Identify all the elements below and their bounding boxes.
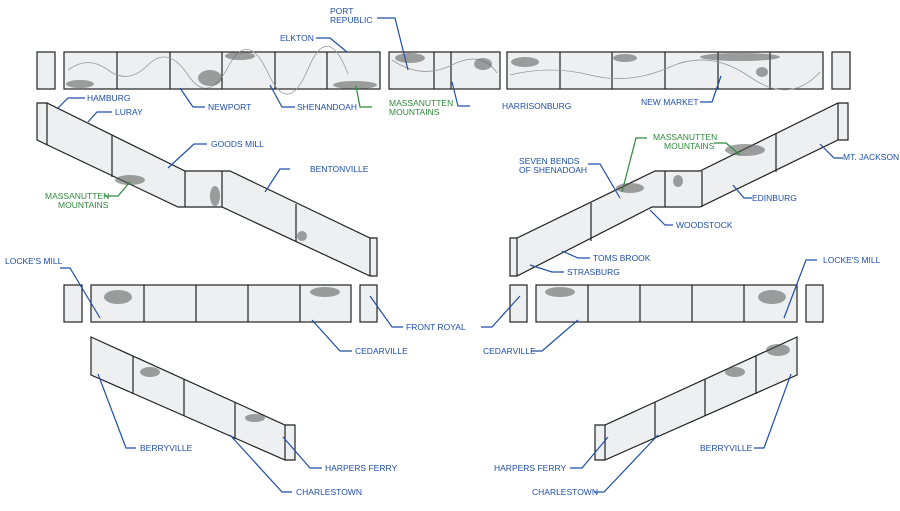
label-charlestown-right: CHARLESTOWN: [532, 487, 598, 497]
label-new-market: NEW MARKET: [641, 97, 699, 107]
map-labels: PORT REPUBLIC ELKTON HAMBURG LURAY NEWPO…: [5, 6, 899, 497]
label-bentonville: BENTONVILLE: [310, 164, 369, 174]
label-massanutten-right-2: MOUNTAINS: [664, 141, 715, 151]
leader-lines: [57, 17, 843, 493]
label-port-republic-2: REPUBLIC: [330, 15, 373, 25]
label-harrisonburg: HARRISONBURG: [502, 101, 571, 111]
label-strasburg: STRASBURG: [567, 267, 620, 277]
label-hamburg: HAMBURG: [87, 93, 130, 103]
label-front-royal: FRONT ROYAL: [406, 322, 466, 332]
map-strip-right-diagonal: [509, 102, 849, 277]
label-lockes-mill-right: LOCKE'S MILL: [823, 255, 881, 265]
label-charlestown-left: CHARLESTOWN: [296, 487, 362, 497]
label-goods-mill: GOODS MILL: [211, 139, 264, 149]
map-strip-middle-row: [63, 284, 824, 323]
map-strip-left-diagonal: [36, 102, 378, 277]
label-newport: NEWPORT: [208, 102, 251, 112]
label-seven-bends-2: OF SHENADOAH: [519, 165, 587, 175]
label-harpers-ferry-right: HARPERS FERRY: [494, 463, 566, 473]
label-massanutten-top-2: MOUNTAINS: [389, 107, 440, 117]
label-elkton: ELKTON: [280, 33, 314, 43]
label-toms-brook: TOMS BROOK: [593, 253, 651, 263]
label-seven-bends: SEVEN BENDS: [519, 156, 580, 166]
map-strip-bottom-right: [594, 336, 798, 461]
map-strip-bottom-left: [90, 336, 296, 461]
label-cedarville-right: CEDARVILLE: [483, 346, 536, 356]
label-woodstock: WOODSTOCK: [676, 220, 733, 230]
label-berryville-left: BERRYVILLE: [140, 443, 193, 453]
label-massanutten-right: MASSANUTTEN: [653, 132, 717, 142]
label-cedarville-left: CEDARVILLE: [355, 346, 408, 356]
map-strip-top-row: [36, 45, 851, 95]
label-luray: LURAY: [115, 107, 143, 117]
label-edinburg: EDINBURG: [752, 193, 797, 203]
label-massanutten-top: MASSANUTTEN: [389, 98, 453, 108]
label-harpers-ferry-left: HARPERS FERRY: [325, 463, 397, 473]
label-mt-jackson: MT. JACKSON: [843, 152, 899, 162]
label-port-republic: PORT: [330, 6, 353, 16]
label-shenandoah: SHENANDOAH: [297, 102, 357, 112]
label-lockes-mill-left: LOCKE'S MILL: [5, 256, 63, 266]
label-massanutten-left: MASSANUTTEN: [45, 191, 109, 201]
label-berryville-right: BERRYVILLE: [700, 443, 753, 453]
label-massanutten-left-2: MOUNTAINS: [58, 200, 109, 210]
